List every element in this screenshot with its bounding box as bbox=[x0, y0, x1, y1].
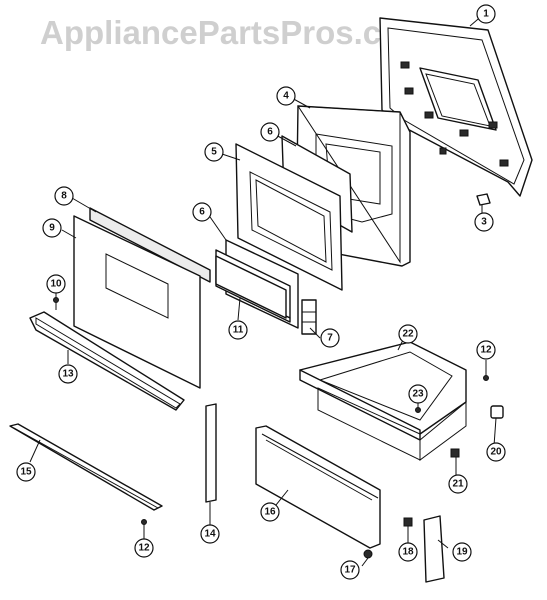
svg-text:9: 9 bbox=[49, 223, 55, 234]
callout-13: 13 bbox=[58, 364, 78, 384]
part-22-storage-drawer bbox=[299, 341, 467, 461]
part-16-drawer-front bbox=[255, 425, 381, 549]
callout-5: 5 bbox=[204, 142, 224, 162]
svg-text:12: 12 bbox=[138, 543, 150, 554]
svg-text:23: 23 bbox=[412, 389, 424, 400]
callout-12-upper: 12 bbox=[476, 340, 496, 360]
svg-text:21: 21 bbox=[452, 479, 464, 490]
part-21-clip bbox=[450, 448, 460, 458]
svg-text:19: 19 bbox=[456, 547, 468, 558]
part-5-door-frame bbox=[235, 143, 343, 291]
callout-22: 22 bbox=[398, 324, 418, 344]
watermark-text: AppliancePartsPros.com bbox=[40, 14, 431, 51]
callout-16: 16 bbox=[260, 502, 280, 522]
callout-23: 23 bbox=[408, 384, 428, 404]
callout-20: 20 bbox=[486, 442, 506, 462]
callout-1: 1 bbox=[476, 4, 496, 24]
svg-text:14: 14 bbox=[204, 529, 216, 540]
svg-text:8: 8 bbox=[61, 191, 67, 202]
svg-text:16: 16 bbox=[264, 507, 276, 518]
part-12-screw-upper bbox=[483, 375, 489, 381]
callout-19: 19 bbox=[452, 542, 472, 562]
part-14-vertical-trim bbox=[205, 403, 217, 503]
svg-text:4: 4 bbox=[283, 91, 289, 102]
part-15-trim-strip bbox=[9, 423, 163, 511]
part-7-bracket bbox=[301, 299, 317, 335]
svg-text:13: 13 bbox=[62, 369, 74, 380]
leader-lines bbox=[29, 13, 497, 567]
svg-text:1: 1 bbox=[483, 9, 489, 20]
callout-11: 11 bbox=[228, 320, 248, 340]
part-23-screw bbox=[415, 407, 421, 413]
part-12-screw-lower bbox=[141, 519, 147, 534]
callout-6-upper: 6 bbox=[260, 122, 280, 142]
svg-text:12: 12 bbox=[480, 345, 492, 356]
svg-text:10: 10 bbox=[50, 279, 62, 290]
svg-text:20: 20 bbox=[490, 447, 502, 458]
svg-text:6: 6 bbox=[267, 127, 273, 138]
svg-text:11: 11 bbox=[233, 325, 244, 336]
svg-text:7: 7 bbox=[327, 333, 333, 344]
callout-9: 9 bbox=[42, 218, 62, 238]
callout-3: 3 bbox=[474, 212, 494, 232]
svg-text:17: 17 bbox=[344, 565, 356, 576]
callout-21: 21 bbox=[448, 474, 468, 494]
part-18-block bbox=[403, 517, 413, 527]
part-19-side-bracket bbox=[423, 515, 445, 583]
part-8-insulation bbox=[89, 207, 211, 283]
svg-text:3: 3 bbox=[481, 217, 487, 228]
callout-7: 7 bbox=[320, 328, 340, 348]
part-9-outer-door-panel bbox=[73, 215, 201, 389]
svg-text:22: 22 bbox=[402, 329, 414, 340]
callout-10: 10 bbox=[46, 274, 66, 294]
svg-text:5: 5 bbox=[211, 147, 217, 158]
callout-4: 4 bbox=[276, 86, 296, 106]
callout-18: 18 bbox=[398, 542, 418, 562]
part-1-door-liner-frame bbox=[379, 17, 533, 197]
svg-text:18: 18 bbox=[402, 547, 414, 558]
svg-text:6: 6 bbox=[199, 207, 205, 218]
part-20-bumper bbox=[490, 405, 504, 419]
part-10-screw bbox=[53, 297, 59, 310]
part-3-clip bbox=[476, 193, 491, 206]
part-13-door-handle bbox=[29, 311, 185, 411]
callout-14: 14 bbox=[200, 524, 220, 544]
callout-8: 8 bbox=[54, 186, 74, 206]
svg-text:15: 15 bbox=[20, 467, 32, 478]
callout-12-lower: 12 bbox=[134, 538, 154, 558]
callout-15: 15 bbox=[16, 462, 36, 482]
part-17-knob bbox=[363, 549, 373, 559]
callout-6-lower: 6 bbox=[192, 202, 212, 222]
part-11-glass-pack bbox=[215, 249, 291, 323]
callout-17: 17 bbox=[340, 560, 360, 580]
